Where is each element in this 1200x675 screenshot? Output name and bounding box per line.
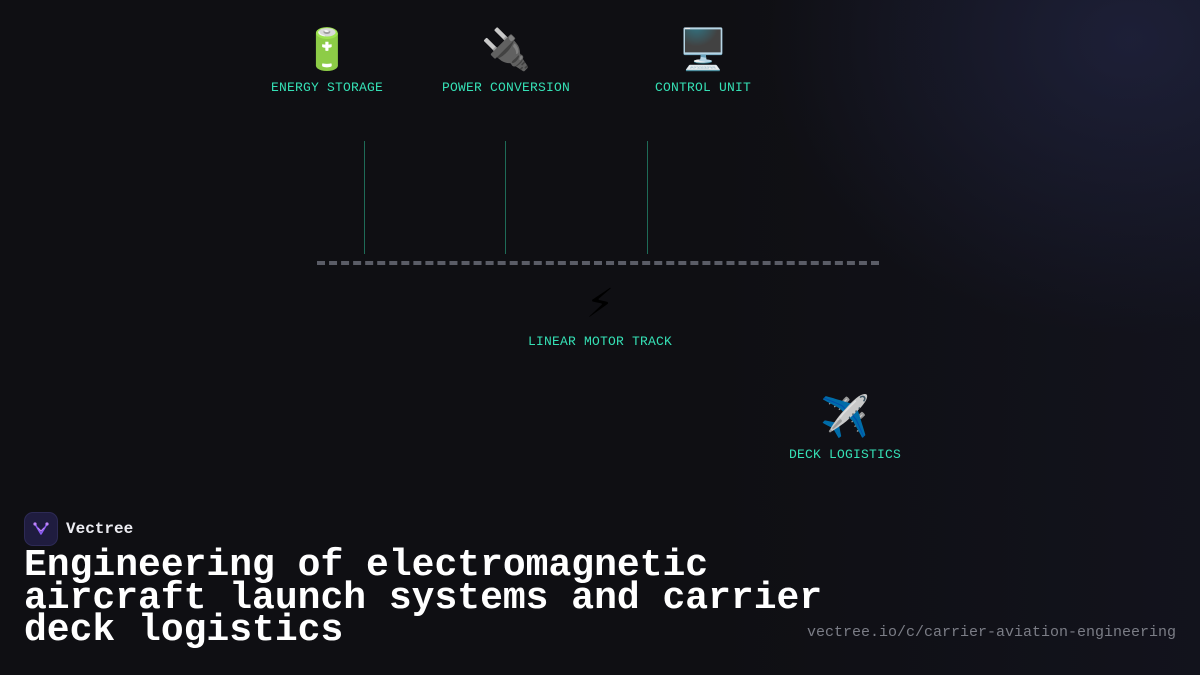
lightning-icon: ⚡ [585,281,615,327]
node-label: LINEAR MOTOR TRACK [527,334,673,349]
battery-icon: 🔋 [302,27,352,73]
airplane-icon: ✈️ [820,394,870,440]
connector-energy-storage [364,141,365,254]
connector-power-conversion [505,141,506,254]
node-label: CONTROL UNIT [654,80,752,95]
node-label: ENERGY STORAGE [270,80,384,95]
computer-icon: 🖥️ [678,27,728,73]
node-control-unit: 🖥️ CONTROL UNIT [655,26,751,95]
track-line [317,261,879,265]
node-power-conversion: 🔌 POWER CONVERSION [442,26,570,95]
brand: Vectree [24,512,133,546]
brand-name: Vectree [66,520,134,538]
vectree-logo-icon [24,512,58,546]
node-label: DECK LOGISTICS [788,447,902,462]
node-energy-storage: 🔋 ENERGY STORAGE [271,26,383,95]
node-linear-motor-track: ⚡ LINEAR MOTOR TRACK [528,280,672,349]
plug-icon: 🔌 [481,27,531,73]
page-title: Engineering of electromagnetic aircraft … [24,544,823,652]
connector-control-unit [647,141,648,254]
node-deck-logistics: ✈️ DECK LOGISTICS [789,393,901,462]
node-label: POWER CONVERSION [441,80,571,95]
page-url: vectree.io/c/carrier-aviation-engineerin… [806,624,1176,641]
